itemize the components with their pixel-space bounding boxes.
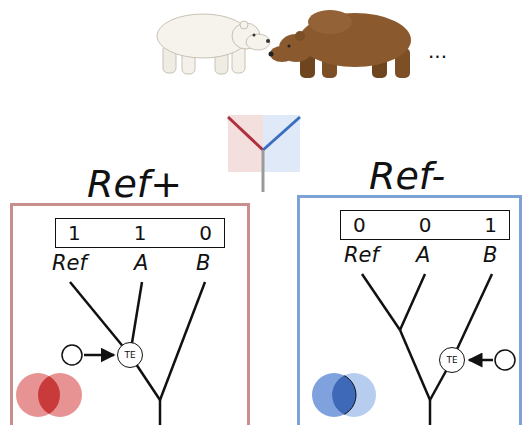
- state-digit: 0: [419, 213, 432, 237]
- insertion-arrow: [62, 345, 114, 365]
- state-digit: 1: [134, 221, 147, 245]
- species-tree: [228, 115, 300, 192]
- taxon-label: Ref: [344, 244, 379, 267]
- brown-bear: [269, 10, 412, 78]
- state-digit: 0: [353, 213, 366, 237]
- venn-red: [16, 373, 82, 417]
- panel: Ref-001TE: [297, 157, 522, 425]
- te-label: TE: [446, 356, 457, 365]
- venn-blue: [312, 373, 376, 417]
- gene-tree: [70, 282, 205, 425]
- polar-bear: [157, 14, 270, 74]
- taxon-label: B: [483, 244, 497, 267]
- taxon-label: A: [416, 244, 430, 267]
- te-label: TE: [124, 351, 135, 360]
- taxon-label: B: [196, 252, 210, 275]
- state-box: 1 1 0: [55, 218, 225, 248]
- ellipsis-note: ...: [428, 40, 447, 62]
- taxon-label: A: [134, 252, 148, 275]
- gene-tree: [362, 274, 492, 425]
- state-digit: 0: [199, 221, 212, 245]
- taxon-label: Ref: [52, 252, 87, 275]
- panel-heading: Ref-: [367, 157, 447, 195]
- insertion-arrow: [469, 350, 515, 370]
- te-node: TE: [117, 342, 143, 368]
- state-digit: 1: [484, 213, 497, 237]
- panel-heading: Ref+: [85, 165, 184, 203]
- panel: Ref+110TE: [10, 165, 250, 425]
- state-box: 0 0 1: [340, 210, 510, 240]
- te-node: TE: [439, 347, 465, 373]
- state-digit: 1: [68, 221, 81, 245]
